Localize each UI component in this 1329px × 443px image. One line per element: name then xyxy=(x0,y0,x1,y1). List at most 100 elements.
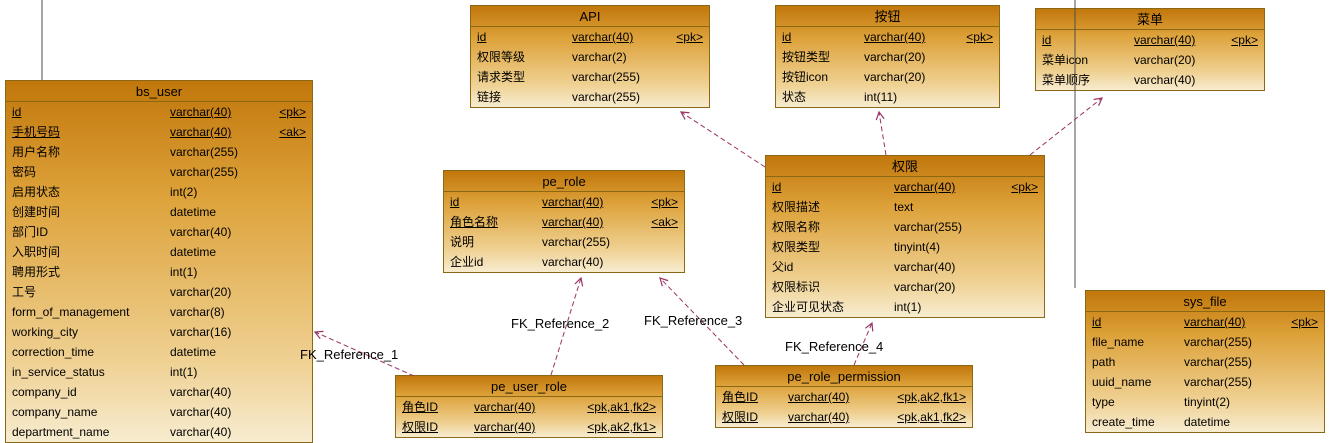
table-title: 菜单 xyxy=(1036,9,1264,30)
column-name: correction_time xyxy=(12,345,95,359)
column-key: <pk,ak2,fk1> xyxy=(897,390,966,404)
column-name: id xyxy=(450,195,460,209)
column-row: correction_time datetime xyxy=(6,342,312,362)
reference-label-4: FK_Reference_4 xyxy=(785,339,884,354)
column-key xyxy=(1030,257,1038,277)
column-type: int(1) xyxy=(170,365,198,379)
column-name: file_name xyxy=(1092,335,1145,349)
column-name: 用户名称 xyxy=(12,145,61,159)
column-name: 权限描述 xyxy=(772,200,821,214)
column-name: id xyxy=(782,30,792,44)
column-type: varchar(40) xyxy=(170,425,232,439)
column-type: int(1) xyxy=(170,265,198,279)
column-name: 权限标识 xyxy=(772,280,821,294)
column-name: 权限类型 xyxy=(772,240,821,254)
column-name: path xyxy=(1092,355,1116,369)
column-row: id varchar(40) <pk> xyxy=(6,102,312,122)
column-name: id xyxy=(772,180,782,194)
column-key xyxy=(670,232,678,252)
column-row: 说明 varchar(255) xyxy=(444,232,684,252)
column-type: varchar(255) xyxy=(572,70,641,84)
column-key xyxy=(1030,237,1038,257)
column-type: varchar(40) xyxy=(542,215,604,229)
column-name: in_service_status xyxy=(12,365,105,379)
column-type: varchar(40) xyxy=(170,105,232,119)
column-key xyxy=(298,402,306,422)
column-key xyxy=(695,47,703,67)
column-type: varchar(40) xyxy=(474,420,536,434)
column-name: 按钮icon xyxy=(782,70,829,84)
column-key: <pk,ak2,fk1> xyxy=(587,420,656,434)
column-type: datetime xyxy=(170,345,217,359)
dependency-line-permission-api xyxy=(679,111,766,168)
column-type: varchar(40) xyxy=(542,195,604,209)
column-key xyxy=(985,47,993,67)
column-key xyxy=(1310,332,1318,352)
column-row: 请求类型 varchar(255) xyxy=(471,67,709,87)
column-type: varchar(2) xyxy=(572,50,627,64)
reference-label-3: FK_Reference_3 xyxy=(644,313,743,328)
table-title: pe_user_role xyxy=(396,376,662,397)
column-type: varchar(8) xyxy=(170,305,225,319)
column-type: varchar(40) xyxy=(170,125,232,139)
column-type: varchar(40) xyxy=(864,30,926,44)
column-key xyxy=(298,262,306,282)
dependency-line-permission-button xyxy=(875,110,887,156)
column-name: 企业可见状态 xyxy=(772,300,845,314)
column-name: 入职时间 xyxy=(12,245,61,259)
column-key: <pk> xyxy=(966,30,993,44)
table-title: 按钮 xyxy=(776,6,999,27)
column-key xyxy=(985,67,993,87)
column-key xyxy=(298,362,306,382)
column-key xyxy=(1030,277,1038,297)
column-name: 父id xyxy=(772,260,794,274)
column-row: in_service_status int(1) xyxy=(6,362,312,382)
table-title: 权限 xyxy=(766,156,1044,177)
column-type: varchar(40) xyxy=(170,225,232,239)
column-key xyxy=(298,142,306,162)
table-title: API xyxy=(471,6,709,27)
column-name: uuid_name xyxy=(1092,375,1152,389)
column-name: 请求类型 xyxy=(477,70,526,84)
column-name: 状态 xyxy=(782,90,807,104)
column-name: 说明 xyxy=(450,235,475,249)
column-name: id xyxy=(12,105,22,119)
column-key xyxy=(1030,297,1038,317)
column-key xyxy=(1250,50,1258,70)
column-name: working_city xyxy=(12,325,79,339)
column-type: varchar(255) xyxy=(572,90,641,104)
column-key xyxy=(1310,412,1318,432)
column-key: <pk> xyxy=(279,105,306,119)
column-type: varchar(255) xyxy=(542,235,611,249)
column-type: varchar(40) xyxy=(894,180,956,194)
